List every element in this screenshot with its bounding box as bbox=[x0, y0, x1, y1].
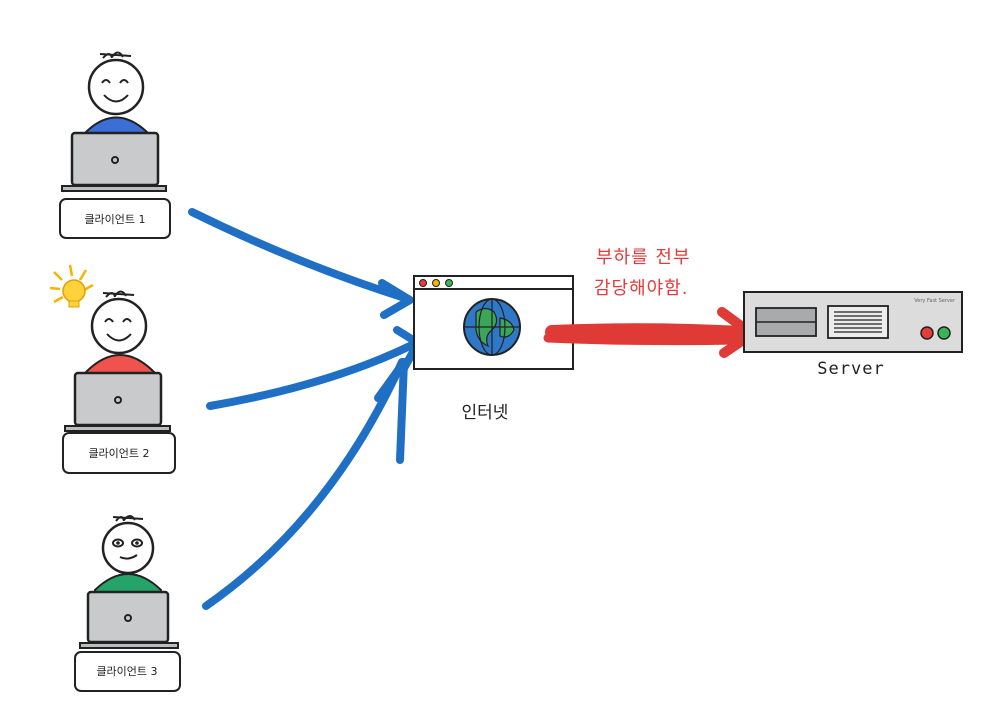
server-rack-icon: Very Fast Server bbox=[743, 291, 963, 353]
client-3: 클라이언트 3 bbox=[74, 515, 181, 692]
note-line-1: 부하를 전부 bbox=[596, 247, 691, 268]
arrowhead-1 bbox=[378, 279, 414, 319]
arrow-client-3 bbox=[202, 358, 406, 610]
client-2: 클라이언트 2 bbox=[49, 264, 176, 474]
client-1-label-box: 클라이언트 1 bbox=[59, 198, 171, 239]
person-2-icon bbox=[85, 290, 155, 379]
internet-label: 인터넷 bbox=[462, 403, 509, 423]
server-badge: Very Fast Server bbox=[914, 298, 956, 304]
client-2-label-box: 클라이언트 2 bbox=[62, 432, 176, 474]
client-2-label: 클라이언트 2 bbox=[88, 447, 149, 460]
laptop-3-icon bbox=[79, 590, 179, 649]
internet-node: 인터넷 bbox=[413, 275, 574, 423]
globe-browser-icon bbox=[413, 275, 574, 370]
arrow-client-1 bbox=[188, 208, 409, 302]
laptop-1-icon bbox=[61, 131, 167, 192]
load-note: 부하를 전부 감당해야함. bbox=[594, 247, 691, 299]
person-1-icon bbox=[82, 51, 151, 141]
client-1: 클라이언트 1 bbox=[59, 51, 171, 239]
lightbulb-icon bbox=[49, 264, 94, 308]
client-3-label-box: 클라이언트 3 bbox=[74, 651, 181, 692]
client-1-label: 클라이언트 1 bbox=[84, 213, 145, 226]
client-3-label: 클라이언트 3 bbox=[96, 665, 157, 678]
arrow-client-2 bbox=[206, 341, 416, 410]
laptop-2-icon bbox=[64, 371, 171, 432]
person-3-icon bbox=[94, 515, 162, 597]
server-arrow bbox=[543, 307, 757, 358]
server-label: Server bbox=[817, 359, 884, 379]
server-node: Very Fast Server Server bbox=[743, 291, 963, 379]
client-arrows bbox=[188, 208, 422, 610]
note-line-2: 감당해야함. bbox=[594, 278, 689, 299]
arrowhead-3 bbox=[374, 358, 408, 464]
